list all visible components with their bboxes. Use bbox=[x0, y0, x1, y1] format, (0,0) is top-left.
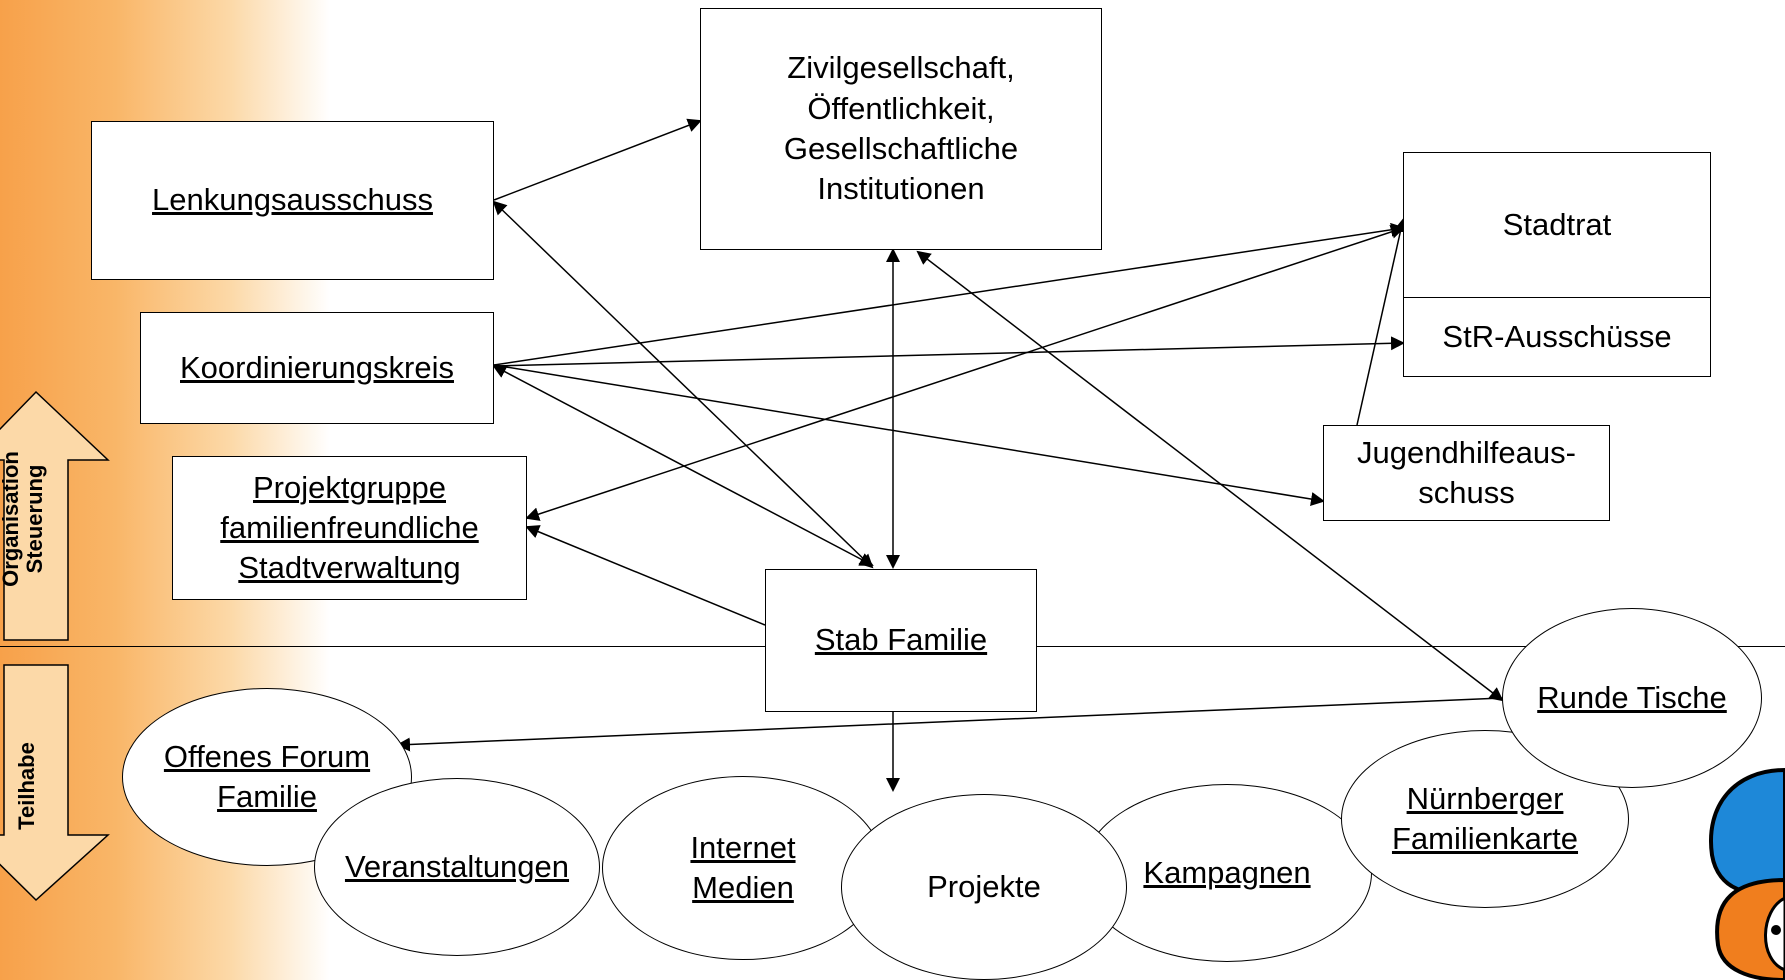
down-arrow-shape bbox=[0, 664, 110, 902]
internet-medien-ellipse[interactable]: Internet Medien bbox=[602, 776, 884, 960]
familienkarte-link[interactable]: Nürnberger Familienkarte bbox=[1391, 780, 1579, 856]
jugendhilfeausschuss-box: Jugendhilfeaus- schuss bbox=[1323, 425, 1610, 521]
stadtrat-box: Stadtrat bbox=[1403, 152, 1711, 298]
line-runde-forum bbox=[396, 697, 1503, 752]
stab-familie-box[interactable]: Stab Familie bbox=[765, 569, 1037, 712]
projekte-ellipse: Projekte bbox=[841, 794, 1127, 980]
runde-tische-ellipse[interactable]: Runde Tische bbox=[1502, 608, 1762, 788]
line-koord-jugend bbox=[493, 364, 1325, 506]
koordinierungskreis-box[interactable]: Koordinierungskreis bbox=[140, 312, 494, 424]
zivilgesellschaft-box: Zivilgesellschaft, Öffentlichkeit, Gesel… bbox=[700, 8, 1102, 250]
projekte-label: Projekte bbox=[927, 868, 1041, 904]
line-stadtrat-projektgruppe bbox=[525, 225, 1405, 521]
stadtrat-label: Stadtrat bbox=[1502, 206, 1612, 242]
line-stab-projektgruppe bbox=[525, 525, 766, 626]
up-arrow-shape bbox=[0, 390, 110, 641]
lenkungsausschuss-box[interactable]: Lenkungsausschuss bbox=[91, 121, 494, 280]
str-ausschuesse-box: StR-Ausschüsse bbox=[1403, 297, 1711, 377]
line-jugend-stadtrat bbox=[1356, 218, 1408, 426]
kampagnen-link[interactable]: Kampagnen bbox=[1143, 854, 1311, 890]
zivilgesellschaft-label: Zivilgesellschaft, Öffentlichkeit, Gesel… bbox=[783, 50, 1019, 207]
veranstaltungen-link[interactable]: Veranstaltungen bbox=[344, 848, 570, 884]
line-lenkung-stab bbox=[492, 200, 874, 569]
projektgruppe-link[interactable]: Projektgruppe familienfreundliche Stadtv… bbox=[220, 469, 479, 586]
offenes-forum-link[interactable]: Offenes Forum Familie bbox=[163, 738, 371, 814]
line-koord-str bbox=[493, 336, 1405, 367]
runde-tische-link[interactable]: Runde Tische bbox=[1537, 679, 1727, 715]
veranstaltungen-ellipse[interactable]: Veranstaltungen bbox=[314, 778, 600, 956]
side-arrows bbox=[0, 390, 110, 902]
stab-familie-link[interactable]: Stab Familie bbox=[814, 622, 988, 658]
lenkungsausschuss-link[interactable]: Lenkungsausschuss bbox=[152, 182, 433, 218]
projektgruppe-box[interactable]: Projektgruppe familienfreundliche Stadtv… bbox=[172, 456, 527, 600]
str-ausschuesse-label: StR-Ausschüsse bbox=[1442, 318, 1672, 354]
flower-logo-icon bbox=[1709, 767, 1785, 980]
jugendhilfeausschuss-label: Jugendhilfeaus- schuss bbox=[1357, 434, 1576, 510]
internet-medien-link[interactable]: Internet Medien bbox=[690, 829, 796, 905]
line-lenkung-zivil bbox=[493, 118, 702, 201]
koordinierungskreis-link[interactable]: Koordinierungskreis bbox=[180, 349, 454, 385]
